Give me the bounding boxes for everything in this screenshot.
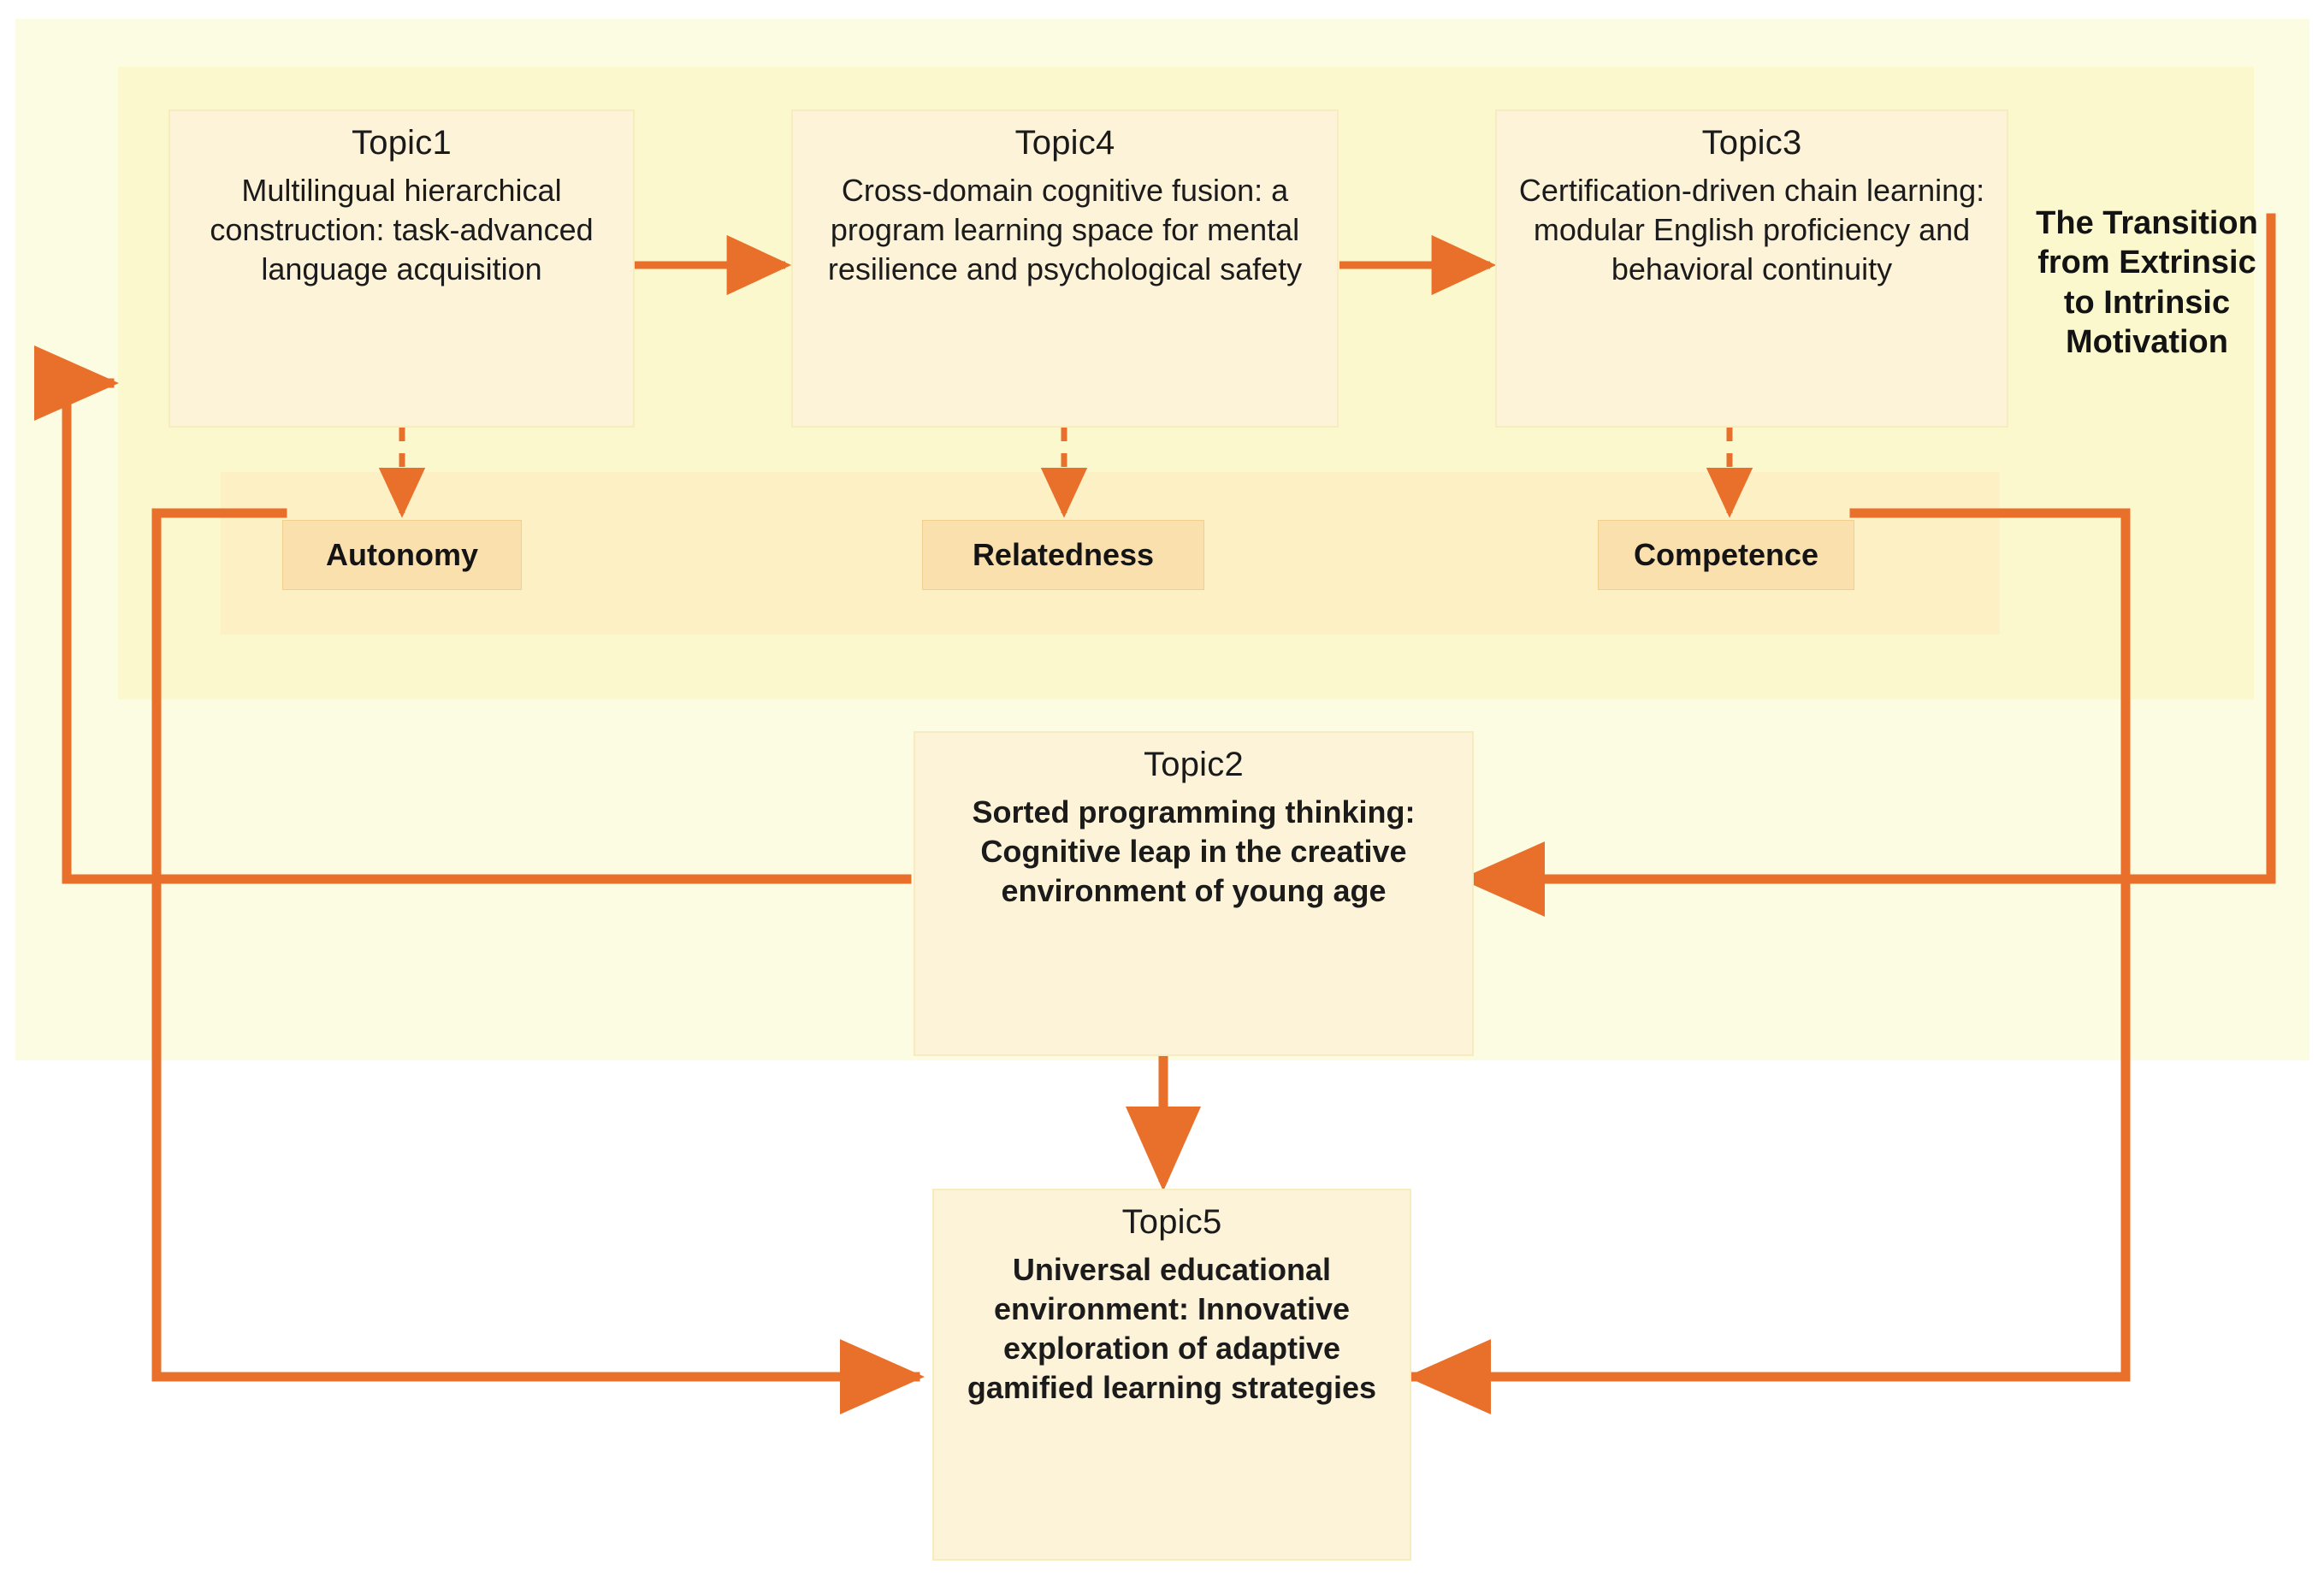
node-topic2-body: Sorted programming thinking: Cognitive l… <box>972 794 1416 909</box>
node-topic1-title: Topic1 <box>352 124 452 162</box>
node-topic2-title: Topic2 <box>1144 746 1244 783</box>
node-topic3[interactable]: Topic3 Certification-driven chain learni… <box>1495 109 2008 428</box>
node-topic2[interactable]: Topic2 Sorted programming thinking: Cogn… <box>914 731 1474 1056</box>
node-topic5-title: Topic5 <box>1121 1203 1222 1241</box>
need-autonomy[interactable]: Autonomy <box>282 520 522 590</box>
need-relatedness[interactable]: Relatedness <box>922 520 1204 590</box>
node-topic5[interactable]: Topic5 Universal educational environment… <box>932 1189 1411 1561</box>
node-topic4-body: Cross-domain cognitive fusion: a program… <box>827 173 1303 287</box>
node-topic3-body: Certification-driven chain learning: mod… <box>1518 173 1985 287</box>
need-competence[interactable]: Competence <box>1598 520 1854 590</box>
node-topic4[interactable]: Topic4 Cross-domain cognitive fusion: a … <box>791 109 1339 428</box>
node-topic3-title: Topic3 <box>1701 124 1802 162</box>
node-topic4-title: Topic4 <box>1014 124 1115 162</box>
node-topic1-body: Multilingual hierarchical construction: … <box>210 173 594 287</box>
node-topic1[interactable]: Topic1 Multilingual hierarchical constru… <box>169 109 635 428</box>
node-topic5-body: Universal educational environment: Innov… <box>967 1252 1377 1406</box>
motivation-transition-label: The Transition from Extrinsic to Intrins… <box>2036 205 2258 361</box>
